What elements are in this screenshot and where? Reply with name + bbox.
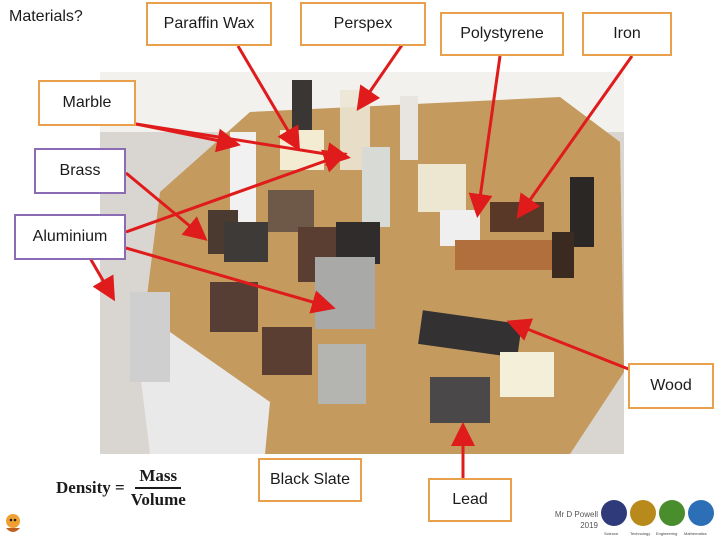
- logo-caption-engineering: Engineering: [656, 531, 678, 536]
- science-logo-icon: [601, 500, 627, 526]
- formula-denominator: Volume: [130, 490, 186, 509]
- formula-lhs: Density =: [56, 478, 125, 497]
- logo-caption-technology: Technology: [630, 531, 651, 536]
- label-brass: Brass: [34, 148, 126, 194]
- label-iron: Iron: [582, 12, 672, 56]
- density-formula: Density = Mass Volume: [56, 466, 186, 510]
- label-black-slate: Black Slate: [258, 458, 362, 502]
- author-year: 2019: [580, 521, 598, 530]
- label-wood: Wood: [628, 363, 714, 409]
- label-aluminium: Aluminium: [14, 214, 126, 260]
- label-polystyrene: Polystyrene: [440, 12, 564, 56]
- technology-logo-icon: [630, 500, 656, 526]
- materials-question: Materials?: [9, 8, 83, 25]
- stem-logos: [601, 500, 714, 526]
- logo-caption-science: Science: [604, 531, 619, 536]
- logo-caption-mathematics: Mathematics: [684, 531, 707, 536]
- formula-fraction: Mass Volume: [131, 466, 186, 510]
- formula-numerator: Mass: [135, 466, 182, 489]
- author-name: Mr D Powell: [554, 510, 598, 519]
- label-paraffin-wax: Paraffin Wax: [146, 2, 272, 46]
- author-credit: Mr D Powell 2019: [536, 509, 598, 531]
- label-marble: Marble: [38, 80, 136, 126]
- material-samples-photo: [100, 72, 624, 454]
- label-perspex: Perspex: [300, 2, 426, 46]
- label-lead: Lead: [428, 478, 512, 522]
- cartoon-mascot-icon: [6, 514, 20, 532]
- mathematics-logo-icon: [688, 500, 714, 526]
- engineering-logo-icon: [659, 500, 685, 526]
